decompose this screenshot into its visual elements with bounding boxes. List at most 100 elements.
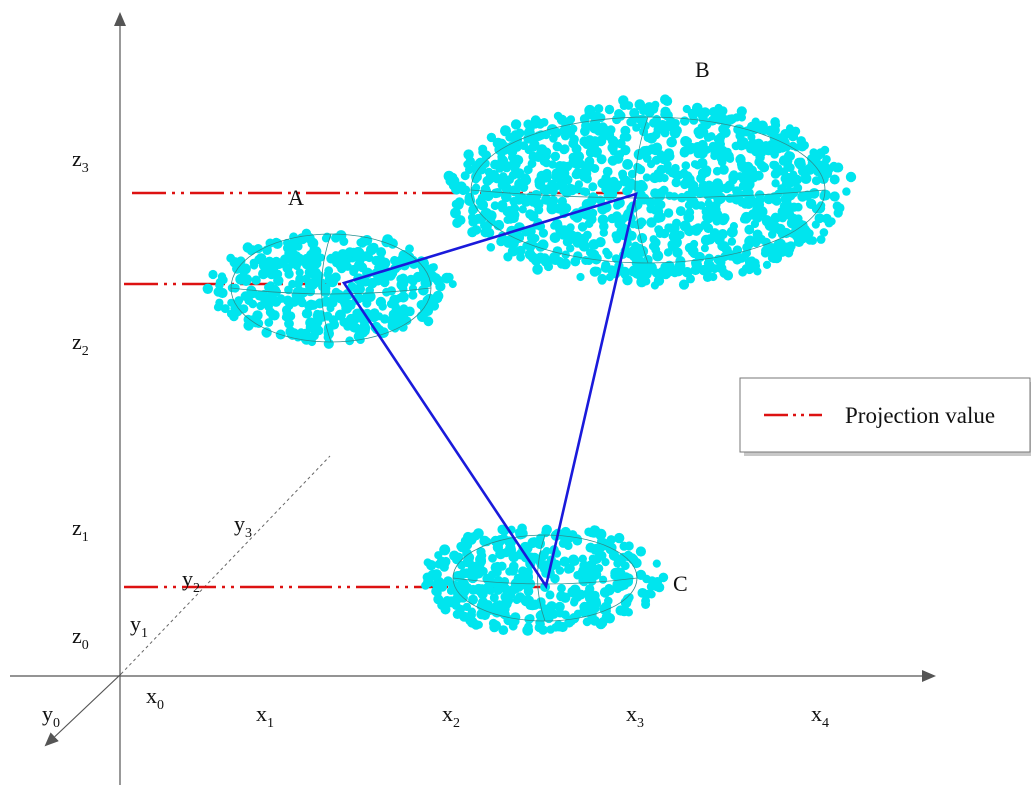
cluster-point: [813, 159, 823, 169]
cluster-point: [452, 593, 463, 604]
cluster-point: [589, 590, 600, 601]
cluster-point: [678, 279, 690, 290]
cluster-point: [524, 614, 534, 624]
cluster-point: [651, 245, 661, 255]
y-tick-3: y3: [234, 511, 252, 541]
cluster-a: [202, 228, 457, 349]
cluster-point: [480, 221, 489, 230]
cluster-point: [509, 210, 520, 220]
cluster-point: [697, 201, 706, 210]
cluster-point: [589, 615, 600, 626]
cluster-point: [238, 264, 250, 276]
cluster-point: [743, 175, 754, 186]
cluster-point: [656, 150, 665, 159]
cluster-point: [552, 141, 563, 152]
cluster-point: [728, 250, 740, 262]
cluster-point: [431, 569, 442, 580]
cluster-point: [769, 254, 779, 264]
cluster-point: [523, 165, 533, 175]
cluster-point: [582, 140, 591, 149]
cluster-point: [642, 154, 652, 163]
cluster-point: [492, 542, 504, 553]
cluster-point: [284, 318, 294, 329]
cluster-point: [595, 541, 607, 552]
cluster-point: [641, 600, 651, 609]
cluster-point: [585, 542, 596, 553]
cluster-point: [718, 124, 728, 134]
point-label-b: B: [695, 57, 710, 82]
cluster-point: [321, 296, 332, 307]
cluster-point: [569, 613, 580, 624]
cluster-point: [418, 285, 429, 296]
cluster-point: [566, 223, 575, 232]
cluster-point: [543, 261, 554, 272]
cluster-point: [774, 223, 786, 235]
cluster-point: [656, 200, 666, 210]
cluster-point: [601, 558, 610, 567]
cluster-point: [488, 553, 497, 563]
cluster-point: [727, 237, 737, 246]
cluster-point: [819, 228, 829, 237]
cluster-point: [683, 211, 695, 223]
cluster-point: [835, 203, 845, 213]
cluster-point: [465, 165, 474, 175]
cluster-point: [829, 191, 840, 202]
cluster-point: [741, 200, 750, 209]
cluster-point: [616, 227, 625, 236]
cluster-point: [485, 210, 497, 222]
cluster-point: [466, 616, 478, 628]
cluster-point: [771, 179, 780, 188]
cluster-point: [331, 251, 340, 260]
cluster-point: [468, 594, 478, 605]
cluster-point: [824, 218, 834, 228]
cluster-point: [772, 196, 782, 206]
x-tick-4: x4: [811, 701, 829, 731]
cluster-point: [391, 303, 401, 312]
cluster-point: [620, 145, 631, 156]
cluster-point: [642, 574, 651, 584]
cluster-point: [684, 143, 696, 155]
cluster-point: [594, 104, 604, 114]
cluster-point: [576, 272, 585, 282]
cluster-point: [644, 266, 654, 276]
cluster-point: [459, 611, 470, 622]
cluster-point: [500, 125, 511, 137]
cluster-point: [585, 147, 597, 158]
cluster-point: [802, 190, 813, 201]
cluster-point: [587, 529, 596, 538]
cluster-point: [614, 532, 625, 544]
cluster-point: [690, 265, 701, 276]
cluster-point: [583, 230, 592, 240]
cluster-point: [500, 141, 509, 150]
cluster-point: [519, 141, 529, 151]
cluster-point: [573, 185, 582, 194]
cluster-point: [613, 153, 624, 164]
cluster-point: [398, 322, 408, 332]
cluster-point: [460, 587, 470, 597]
cluster-point: [619, 541, 629, 551]
cluster-point: [284, 285, 293, 295]
cluster-point: [518, 205, 527, 214]
cluster-point: [642, 173, 652, 182]
x-tick-2: x2: [442, 701, 460, 731]
cluster-point: [512, 595, 521, 605]
cluster-point: [303, 309, 313, 319]
cluster-point: [208, 269, 218, 280]
cluster-point: [449, 175, 460, 187]
cluster-point: [680, 136, 689, 145]
cluster-point: [497, 180, 507, 190]
cluster-point: [353, 308, 364, 319]
cluster-point: [649, 172, 661, 184]
cluster-point: [476, 164, 487, 175]
cluster-point: [558, 161, 569, 172]
cluster-point: [448, 280, 457, 289]
cluster-point: [516, 252, 525, 262]
cluster-point: [650, 281, 660, 290]
cluster-point: [458, 578, 469, 589]
cluster-point: [473, 528, 484, 539]
cluster-point: [735, 154, 746, 165]
cluster-point: [635, 114, 645, 125]
cluster-point: [742, 188, 752, 199]
cluster-point: [545, 590, 555, 600]
cluster-point: [586, 196, 597, 207]
